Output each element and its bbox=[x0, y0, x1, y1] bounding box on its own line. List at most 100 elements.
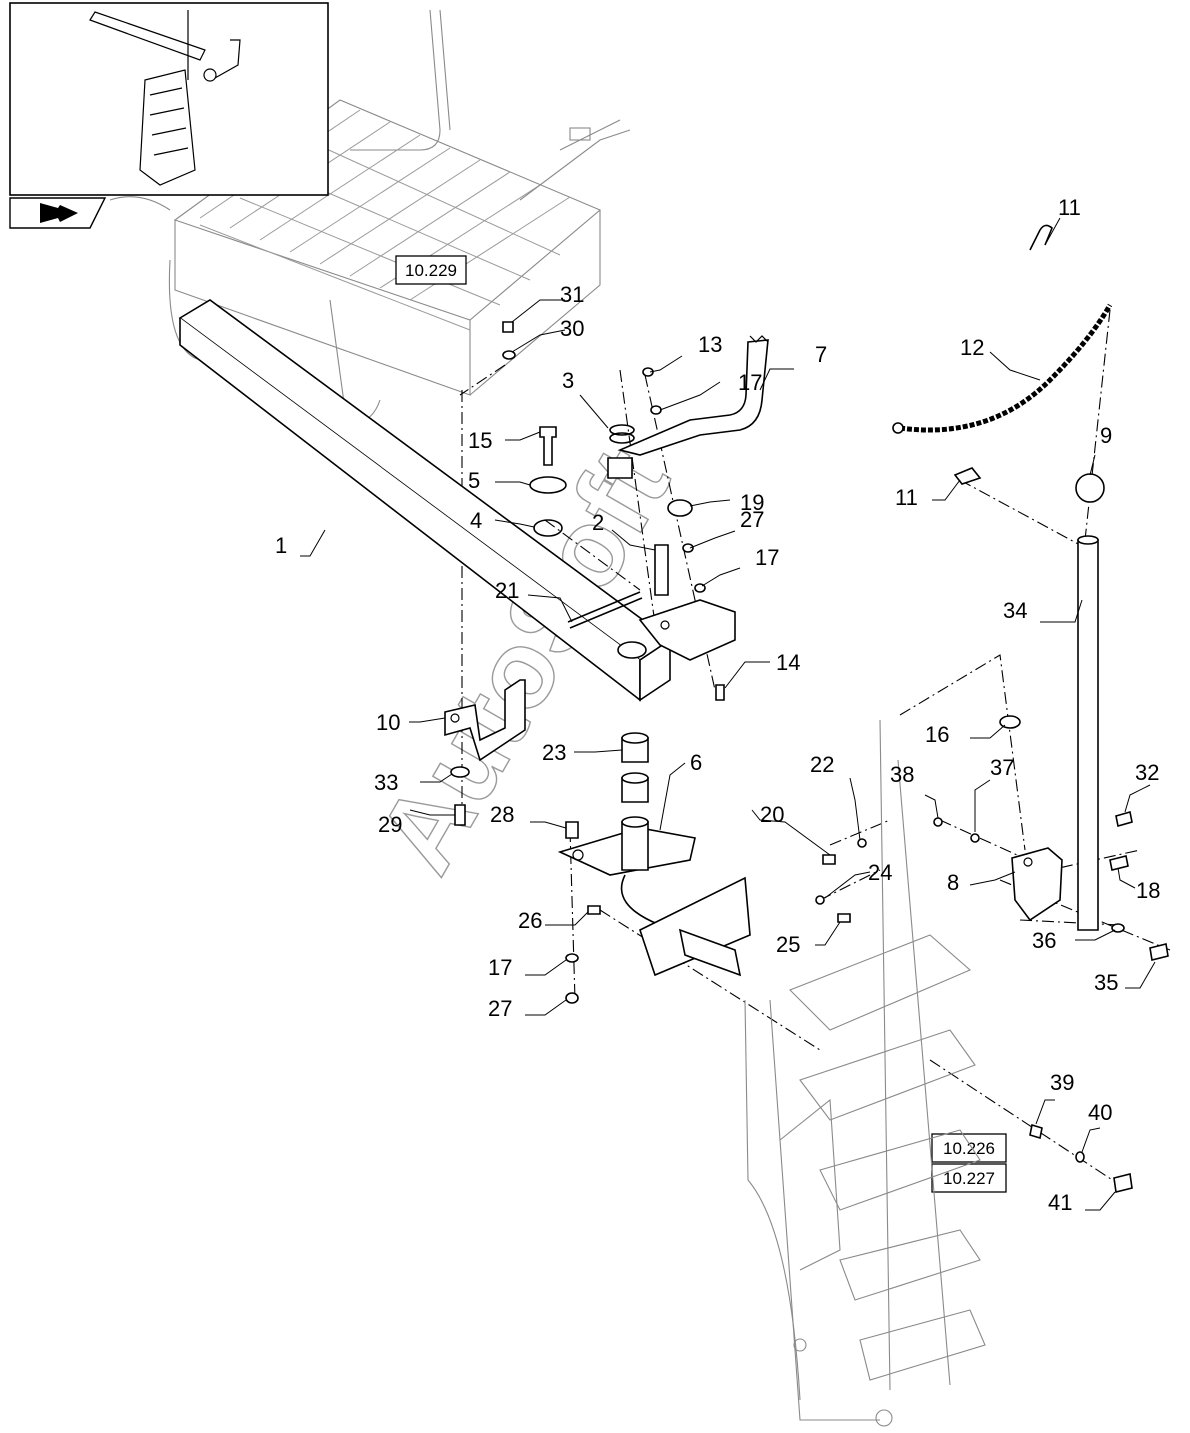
part-40-washer[interactable] bbox=[1075, 1151, 1085, 1163]
part-34-pole[interactable] bbox=[1077, 535, 1099, 931]
part-12-chain[interactable] bbox=[892, 303, 1113, 434]
part-32-bolt[interactable] bbox=[1115, 810, 1133, 828]
part-24-washer[interactable] bbox=[815, 895, 825, 905]
label-11-bottom: 11 bbox=[895, 485, 918, 510]
part-39-pin[interactable] bbox=[1029, 1123, 1043, 1140]
svg-text:10.226: 10.226 bbox=[943, 1139, 995, 1158]
label-41: 41 bbox=[1048, 1190, 1072, 1215]
label-7: 7 bbox=[815, 342, 827, 367]
part-5-washer[interactable] bbox=[529, 476, 567, 494]
part-35-bolt[interactable] bbox=[1149, 943, 1169, 961]
label-39: 39 bbox=[1050, 1070, 1074, 1095]
part-11-hook[interactable] bbox=[1029, 224, 1053, 251]
label-21: 21 bbox=[495, 578, 519, 603]
part-19-washer[interactable] bbox=[667, 499, 693, 517]
part-30-washer[interactable] bbox=[502, 350, 516, 360]
label-31: 31 bbox=[560, 282, 584, 307]
label-17-a: 17 bbox=[738, 370, 762, 395]
label-5: 5 bbox=[468, 468, 480, 493]
svg-text:10.229: 10.229 bbox=[405, 261, 457, 280]
part-4-ring[interactable] bbox=[533, 519, 563, 537]
part-8-bracket[interactable] bbox=[1011, 847, 1063, 922]
label-6: 6 bbox=[690, 750, 702, 775]
leader-lines bbox=[300, 217, 1156, 1211]
part-2-pin[interactable] bbox=[654, 544, 669, 596]
label-22: 22 bbox=[810, 752, 834, 777]
part-3-spring[interactable] bbox=[609, 424, 635, 444]
label-38: 38 bbox=[890, 762, 914, 787]
label-23: 23 bbox=[542, 740, 566, 765]
part-26-bolt[interactable] bbox=[587, 905, 601, 915]
part-1-tube[interactable] bbox=[178, 299, 672, 702]
label-25: 25 bbox=[776, 932, 800, 957]
label-32: 32 bbox=[1135, 760, 1159, 785]
label-26: 26 bbox=[518, 908, 542, 933]
label-27-b: 27 bbox=[488, 996, 512, 1021]
label-24: 24 bbox=[868, 860, 892, 885]
part-27-nut[interactable] bbox=[682, 543, 694, 553]
label-14: 14 bbox=[776, 650, 800, 675]
part-bushing[interactable] bbox=[607, 457, 633, 479]
label-28: 28 bbox=[490, 802, 514, 827]
label-10: 10 bbox=[376, 710, 400, 735]
label-29: 29 bbox=[378, 812, 402, 837]
label-36: 36 bbox=[1032, 928, 1056, 953]
part-15-bolt[interactable] bbox=[539, 426, 557, 466]
part-21-pin[interactable] bbox=[567, 591, 643, 629]
ladder-background bbox=[744, 719, 986, 1427]
part-tube-bracket[interactable] bbox=[638, 599, 736, 661]
label-18: 18 bbox=[1136, 878, 1160, 903]
label-2: 2 bbox=[592, 510, 604, 535]
part-41-bolt[interactable] bbox=[1113, 1173, 1133, 1193]
part-labels: 11 12 11 9 34 7 13 17 3 19 27 17 2 31 30… bbox=[275, 195, 1160, 1215]
label-27-a: 27 bbox=[740, 507, 764, 532]
part-14-bolt[interactable] bbox=[715, 684, 725, 701]
label-17-c: 17 bbox=[488, 955, 512, 980]
label-37: 37 bbox=[990, 755, 1014, 780]
label-3: 3 bbox=[562, 368, 574, 393]
arrow-right-icon[interactable] bbox=[9, 197, 107, 229]
part-27-nut-b[interactable] bbox=[565, 992, 579, 1004]
label-8: 8 bbox=[947, 870, 959, 895]
part-31-nut[interactable] bbox=[502, 321, 514, 333]
label-35: 35 bbox=[1094, 970, 1118, 995]
ref-box-10227[interactable]: 10.227 bbox=[931, 1163, 1007, 1193]
label-15: 15 bbox=[468, 428, 492, 453]
label-11-top: 11 bbox=[1058, 195, 1081, 220]
part-25-nut[interactable] bbox=[837, 913, 851, 923]
label-20: 20 bbox=[760, 802, 784, 827]
label-33: 33 bbox=[374, 770, 398, 795]
part-18-bolt[interactable] bbox=[1109, 855, 1129, 871]
label-34: 34 bbox=[1003, 598, 1027, 623]
part-23-bushings[interactable] bbox=[621, 732, 649, 803]
label-16: 16 bbox=[925, 722, 949, 747]
part-37-washer[interactable] bbox=[970, 833, 980, 843]
label-4: 4 bbox=[470, 508, 482, 533]
label-40: 40 bbox=[1088, 1100, 1112, 1125]
ref-box-10229[interactable]: 10.229 bbox=[395, 255, 467, 285]
label-19: 19 bbox=[740, 490, 764, 515]
ref-box-10226[interactable]: 10.226 bbox=[931, 1133, 1007, 1163]
label-13: 13 bbox=[698, 332, 722, 357]
label-9: 9 bbox=[1100, 423, 1112, 448]
part-17-washer-c[interactable] bbox=[565, 953, 579, 963]
part-10-bracket[interactable] bbox=[444, 679, 526, 762]
label-30: 30 bbox=[560, 316, 584, 341]
svg-text:10.227: 10.227 bbox=[943, 1169, 995, 1188]
part-22-washer[interactable] bbox=[857, 838, 867, 848]
label-12: 12 bbox=[960, 335, 984, 360]
part-13-nut[interactable] bbox=[642, 367, 654, 377]
assembly-thumbnail-icon bbox=[9, 2, 329, 196]
part-7-lever[interactable] bbox=[617, 335, 769, 456]
part-17-washer[interactable] bbox=[650, 405, 662, 415]
part-20-nut[interactable] bbox=[822, 854, 836, 865]
label-17-b: 17 bbox=[755, 545, 779, 570]
part-28-bolt[interactable] bbox=[565, 821, 579, 839]
part-38-washer[interactable] bbox=[933, 817, 943, 827]
assembly-lines bbox=[459, 309, 1171, 1186]
part-6-pivot-bracket[interactable] bbox=[557, 816, 751, 977]
part-33-washer[interactable] bbox=[450, 766, 470, 778]
part-9-knob[interactable] bbox=[1075, 473, 1105, 503]
part-29-bolt[interactable] bbox=[454, 804, 466, 826]
